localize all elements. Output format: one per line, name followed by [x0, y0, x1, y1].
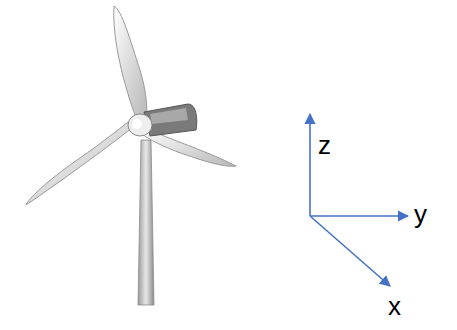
axis-label: z [318, 132, 331, 158]
axis-label: x [388, 293, 401, 319]
axis-label: y [414, 201, 427, 227]
wind-turbine [26, 6, 236, 305]
coordinate-axes [310, 114, 408, 286]
